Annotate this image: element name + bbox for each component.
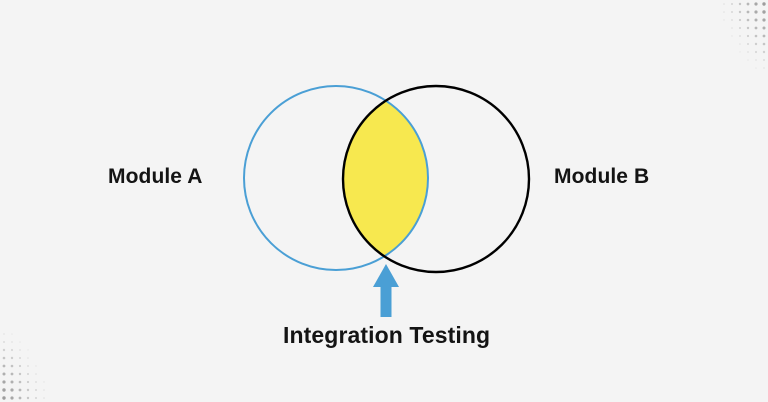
circle-module-a bbox=[243, 85, 429, 271]
label-integration-testing: Integration Testing bbox=[283, 322, 491, 348]
intersection-region bbox=[343, 86, 428, 270]
label-module-b: Module B bbox=[554, 165, 650, 188]
label-module-a: Module A bbox=[108, 165, 203, 188]
circle-module-b bbox=[341, 84, 531, 274]
annotation-arrow-icon bbox=[373, 264, 399, 317]
